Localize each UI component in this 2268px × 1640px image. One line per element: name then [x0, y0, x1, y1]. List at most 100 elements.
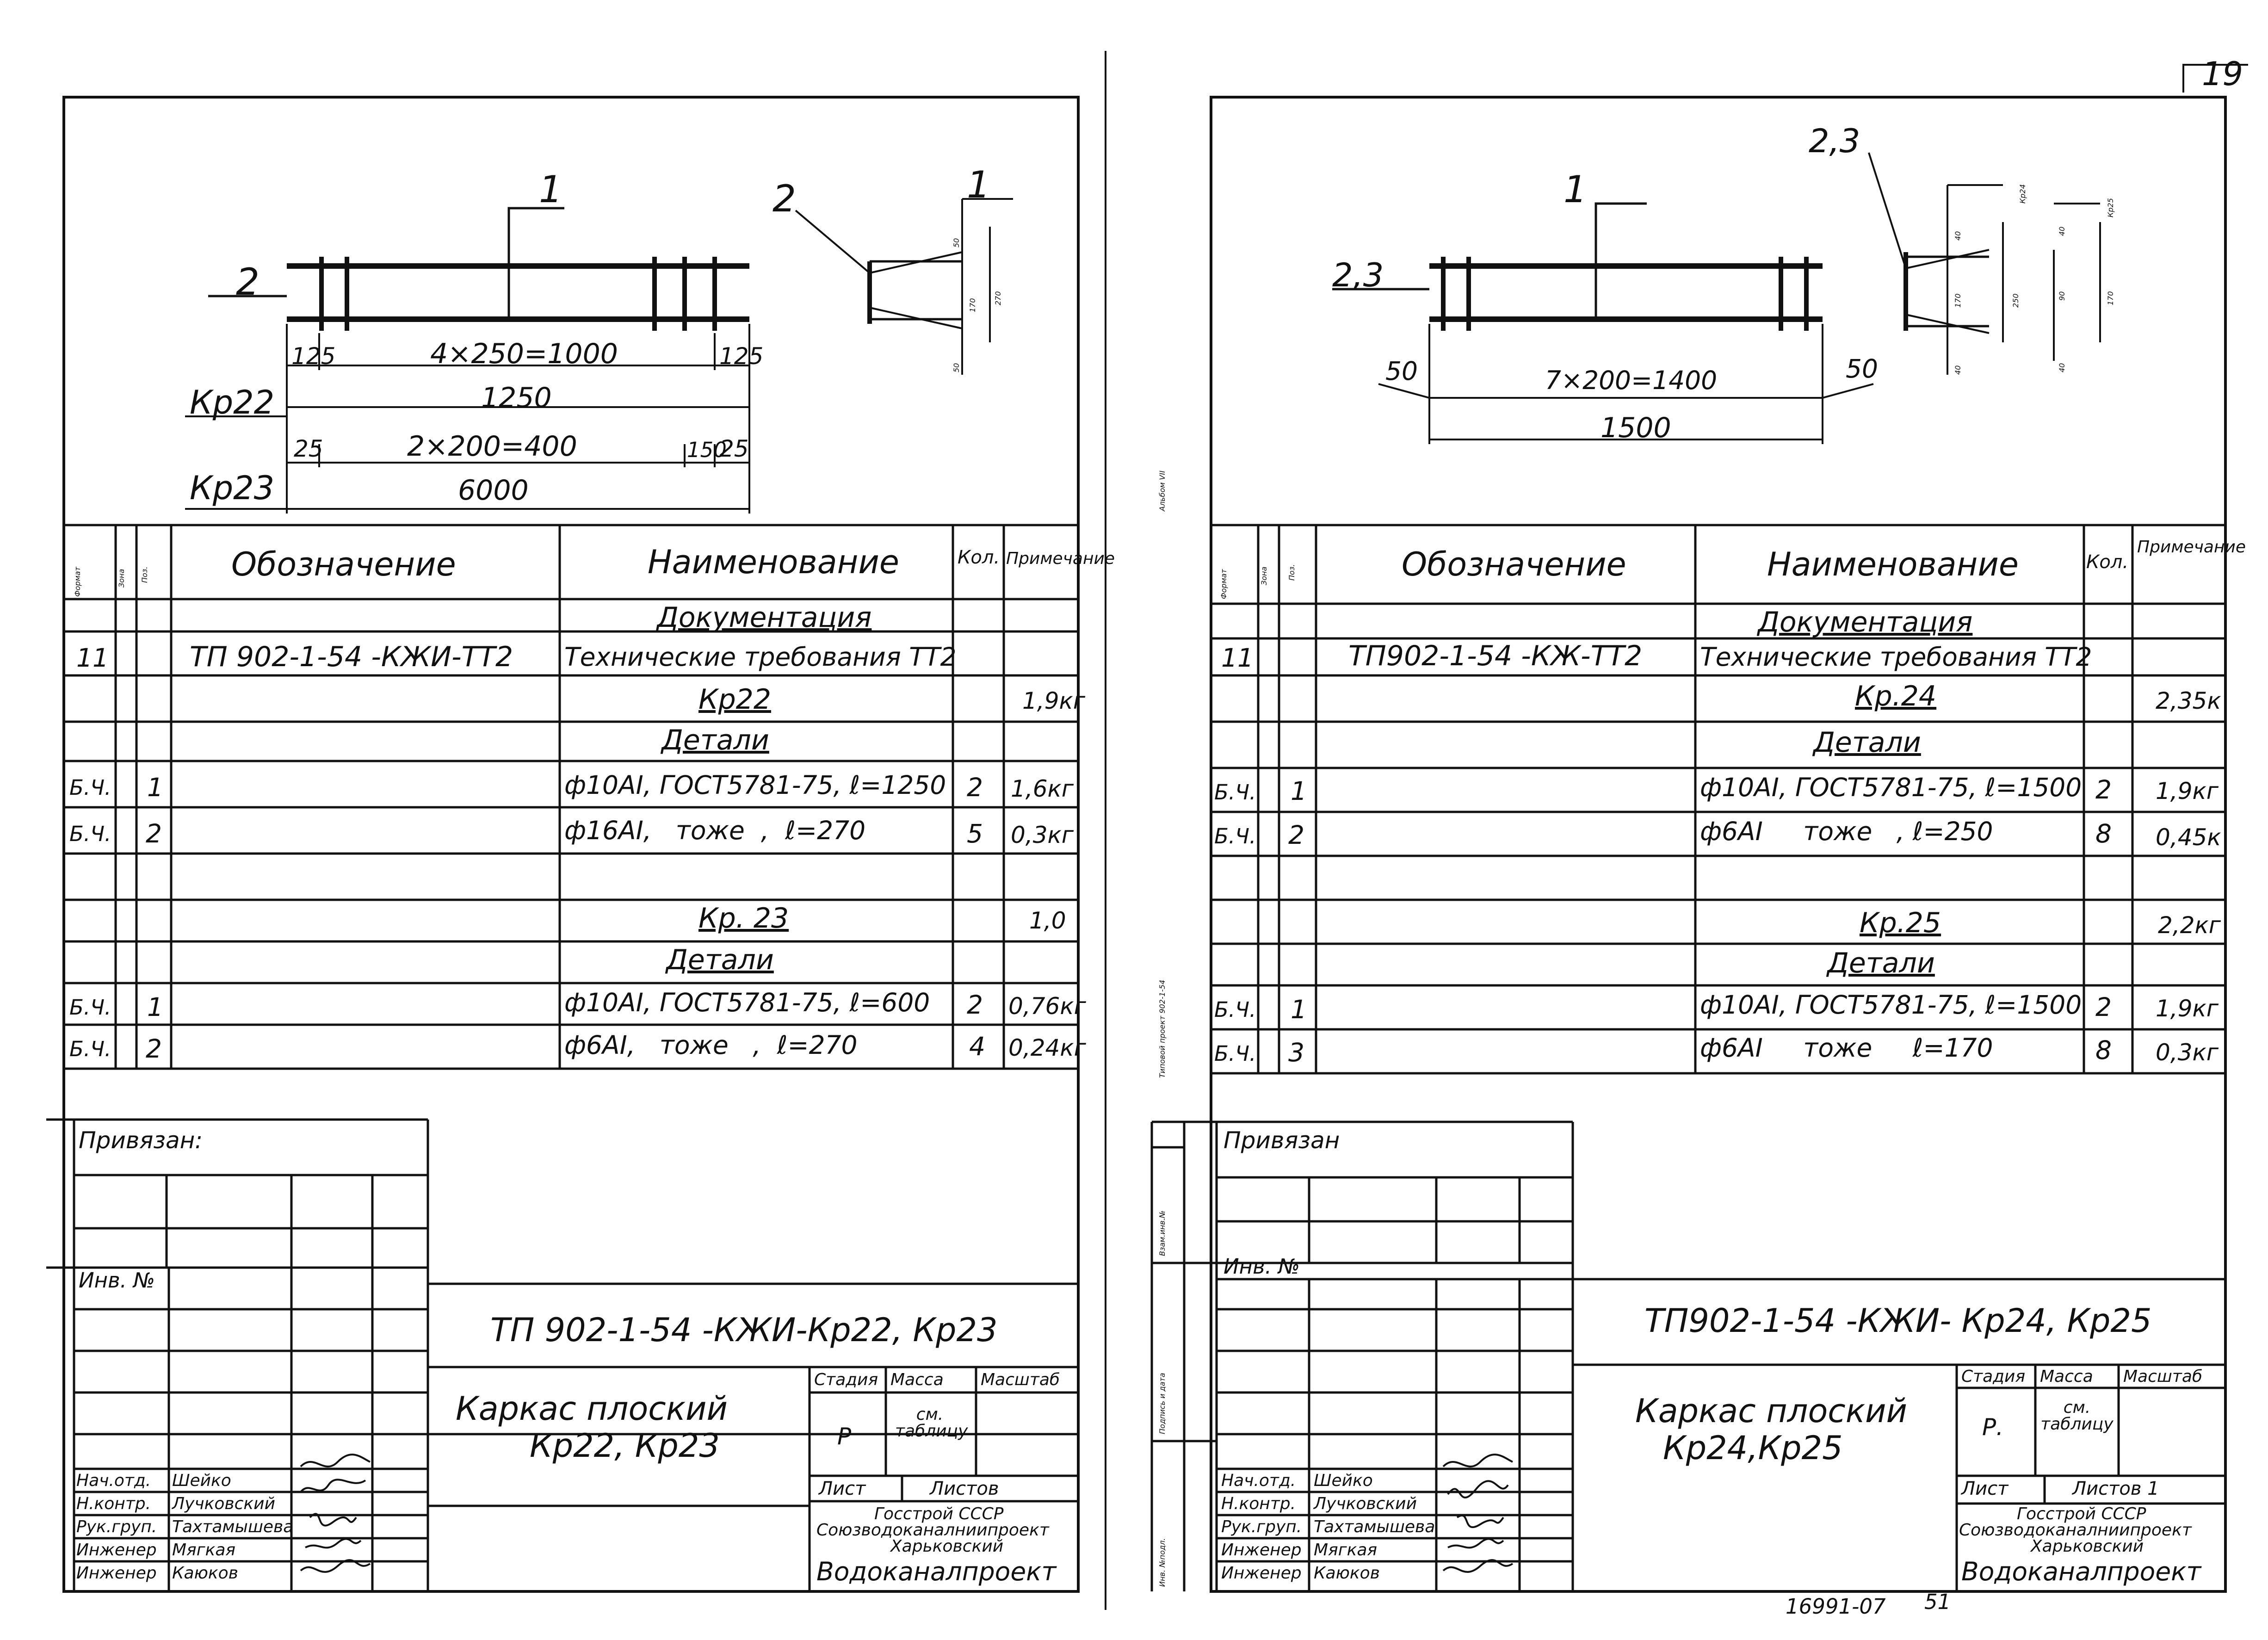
left-row3-name: Детали — [661, 724, 769, 756]
right-privyazan: Привязан — [1224, 1127, 1340, 1154]
left-stadiya-val: Р — [837, 1423, 852, 1450]
right-callout-1: 1 — [1563, 168, 1587, 211]
right-callout-23-sec: 2,3 — [1809, 122, 1860, 160]
right-hdr-qty: Кол. — [2086, 551, 2129, 573]
left-title-line1: Каркас плоский — [456, 1390, 728, 1428]
left-row1-format: 11 — [76, 643, 109, 673]
right-signatures — [1442, 1454, 1514, 1573]
right-row7-name: Кр.25 — [1860, 907, 1941, 939]
right-hdr-designation: Обозначение — [1402, 545, 1626, 583]
left-person-3-name: Мягкая — [172, 1541, 236, 1560]
left-person-1-name: Лучковский — [172, 1494, 275, 1513]
left-row4-note: 1,6кг — [1011, 775, 1074, 802]
left-hdr-qty: Кол. — [958, 547, 1000, 568]
left-dim-25a: 25 — [294, 435, 323, 462]
left-privyazan: Привязан: — [79, 1127, 203, 1154]
right-inv-no: Инв. № — [1224, 1254, 1300, 1279]
right-row9-qty: 2 — [2095, 992, 2112, 1022]
right-person-3-name: Мягкая — [1314, 1541, 1378, 1560]
right-title-line2: Кр24,Кр25 — [1663, 1429, 1843, 1467]
right-row10-name: ф6АI тоже ℓ=170 — [1700, 1033, 1993, 1063]
right-sec-90: 90 — [2058, 291, 2066, 301]
left-label-kr22: Кр22 — [190, 384, 275, 421]
right-row5-qty: 8 — [2095, 819, 2112, 848]
left-row0-name: Документация — [657, 601, 872, 634]
right-row4-qty: 2 — [2095, 775, 2112, 805]
right-row1-name: Технические требования ТТ2 — [1700, 642, 2092, 672]
left-row8-name: Детали — [666, 944, 774, 976]
left-callout-2-elev: 2 — [236, 260, 260, 303]
left-section — [795, 198, 1013, 375]
footer-number: 16991-07 — [1786, 1594, 1886, 1619]
right-person-4-role: Инженер — [1221, 1564, 1302, 1583]
right-row5-pos: 2 — [1288, 820, 1304, 850]
right-org-3: Харьковский — [2031, 1537, 2144, 1556]
left-title-line2: Кр22, Кр23 — [530, 1427, 720, 1465]
right-sec-40c: 40 — [2058, 226, 2066, 236]
right-label-kr24: Кр24 — [2018, 184, 2027, 204]
sign-date-label: Подпись и дата — [1158, 1373, 1167, 1434]
left-dim-125a: 125 — [291, 343, 336, 370]
left-dim-1250: 1250 — [481, 382, 552, 414]
right-row8-name: Детали — [1827, 947, 1935, 979]
right-stamp-grid — [1150, 1120, 2225, 1591]
left-hdr-name: Наименование — [648, 543, 899, 581]
right-sec-40a: 40 — [1953, 231, 1962, 241]
left-org-1: Госстрой СССР — [874, 1504, 1004, 1523]
left-list: Лист — [819, 1478, 866, 1499]
album-label: Альбом VII — [1158, 470, 1167, 511]
page-mark: 19 — [2202, 55, 2243, 93]
right-dim-50b: 50 — [1846, 354, 1878, 384]
left-person-4-name: Каюков — [172, 1564, 238, 1583]
right-row2-name: Кр.24 — [1855, 680, 1937, 712]
right-person-0-role: Нач.отд. — [1221, 1471, 1296, 1490]
right-massa-val: см. таблицу — [2040, 1398, 2114, 1434]
right-row1-designation: ТП902-1-54 -КЖ-ТТ2 — [1348, 640, 1643, 672]
right-listov: Листов 1 — [2072, 1478, 2159, 1499]
left-row9-format: Б.Ч. — [69, 995, 111, 1020]
right-row3-name: Детали — [1813, 726, 1921, 759]
left-person-4-role: Инженер — [76, 1564, 157, 1583]
left-doc-code: ТП 902-1-54 -КЖИ-Кр22, Кр23 — [490, 1311, 998, 1349]
right-row5-format: Б.Ч. — [1214, 824, 1256, 848]
right-row2-note: 2,35к — [2156, 687, 2221, 714]
right-hdr-zone: Зона — [1260, 566, 1268, 585]
left-stamp-grid — [46, 1118, 1078, 1591]
left-row5-name: ф16АI, тоже , ℓ=270 — [564, 816, 866, 845]
right-row7-note: 2,2кг — [2158, 912, 2221, 939]
right-row10-pos: 3 — [1288, 1038, 1304, 1067]
left-row10-note: 0,24кг — [1008, 1034, 1086, 1061]
right-sec-40b: 40 — [1953, 365, 1962, 375]
left-person-1-role: Н.контр. — [76, 1494, 151, 1513]
left-row9-note: 0,76кг — [1008, 993, 1086, 1020]
left-person-0-name: Шейко — [172, 1471, 231, 1490]
left-stadiya: Стадия — [814, 1370, 878, 1389]
right-person-2-role: Рук.груп. — [1221, 1517, 1302, 1536]
left-org-2: Союзводоканалниипроект — [816, 1521, 1049, 1540]
right-hdr-format: Формат — [1219, 569, 1228, 599]
right-dim-main: 7×200=1400 — [1545, 365, 1718, 395]
right-row9-pos: 1 — [1291, 995, 1307, 1024]
left-row4-format: Б.Ч. — [69, 775, 111, 800]
right-spec-grid — [1211, 524, 2225, 1075]
right-row10-format: Б.Ч. — [1214, 1041, 1256, 1066]
right-org-2: Союзводоканалниипроект — [1959, 1521, 2192, 1540]
right-person-1-name: Лучковский — [1314, 1494, 1417, 1513]
left-massa-val: см. таблицу — [895, 1405, 968, 1441]
right-row1-format: 11 — [1221, 643, 1254, 673]
right-hdr-name: Наименование — [1767, 545, 2019, 583]
footer-page: 51 — [1924, 1590, 1951, 1614]
left-row4-pos: 1 — [147, 773, 163, 802]
left-row5-qty: 5 — [967, 819, 983, 848]
left-hdr-note: Примечание — [1006, 549, 1115, 568]
left-row2-note: 1,9кг — [1022, 687, 1085, 714]
right-dim-50a: 50 — [1385, 356, 1418, 386]
left-callout-2-sec: 2 — [772, 177, 796, 220]
right-org-4: Водоканалпроект — [1961, 1557, 2201, 1586]
left-row4-qty: 2 — [967, 773, 983, 802]
left-sec-270: 270 — [994, 291, 1002, 305]
left-hdr-designation: Обозначение — [231, 545, 456, 583]
right-row9-name: ф10АI, ГОСТ5781-75, ℓ=1500 — [1700, 990, 2082, 1020]
left-row9-pos: 1 — [147, 992, 163, 1022]
right-sec-170a: 170 — [1953, 293, 1962, 308]
